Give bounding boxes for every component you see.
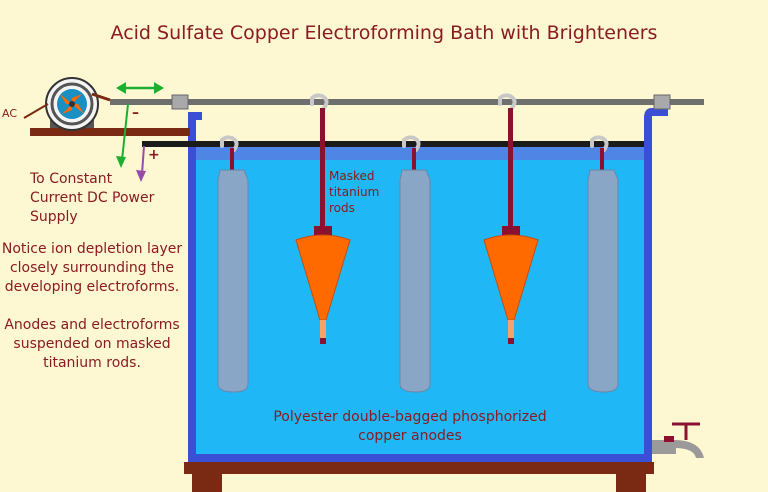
- power-supply-label: To Constant Current DC Power Supply: [30, 171, 155, 225]
- agitation-arrow-icon: [116, 82, 164, 94]
- plus-label: +: [148, 147, 160, 163]
- anode-bag: [587, 169, 619, 393]
- drain-faucet-icon: [652, 422, 704, 458]
- copper-anodes: [217, 148, 619, 393]
- anode-bag: [217, 169, 249, 393]
- power-wires: [116, 103, 146, 182]
- diagram-title: Acid Sulfate Copper Electroforming Bath …: [110, 22, 658, 44]
- masked-rods-label: Masked titanium rods: [329, 169, 380, 215]
- agitator-motor-icon: [23, 77, 111, 131]
- electroforms: [295, 108, 539, 344]
- tank: [188, 108, 668, 462]
- anodes-label: Polyester double-bagged phosphorized cop…: [273, 409, 547, 444]
- anode-bag: [399, 169, 431, 393]
- anode-bus-bar: [30, 128, 644, 147]
- ac-label: AC: [2, 107, 18, 120]
- ion-depletion-note: Notice ion depletion layer closely surro…: [1, 241, 183, 295]
- rod-hooks: [220, 93, 609, 152]
- cathode-bus-bar: [110, 94, 704, 110]
- tank-stand: [184, 462, 654, 492]
- solution-surface: [196, 146, 644, 160]
- suspended-note: Anodes and electroforms suspended on mas…: [4, 317, 180, 371]
- minus-label: –: [132, 105, 139, 121]
